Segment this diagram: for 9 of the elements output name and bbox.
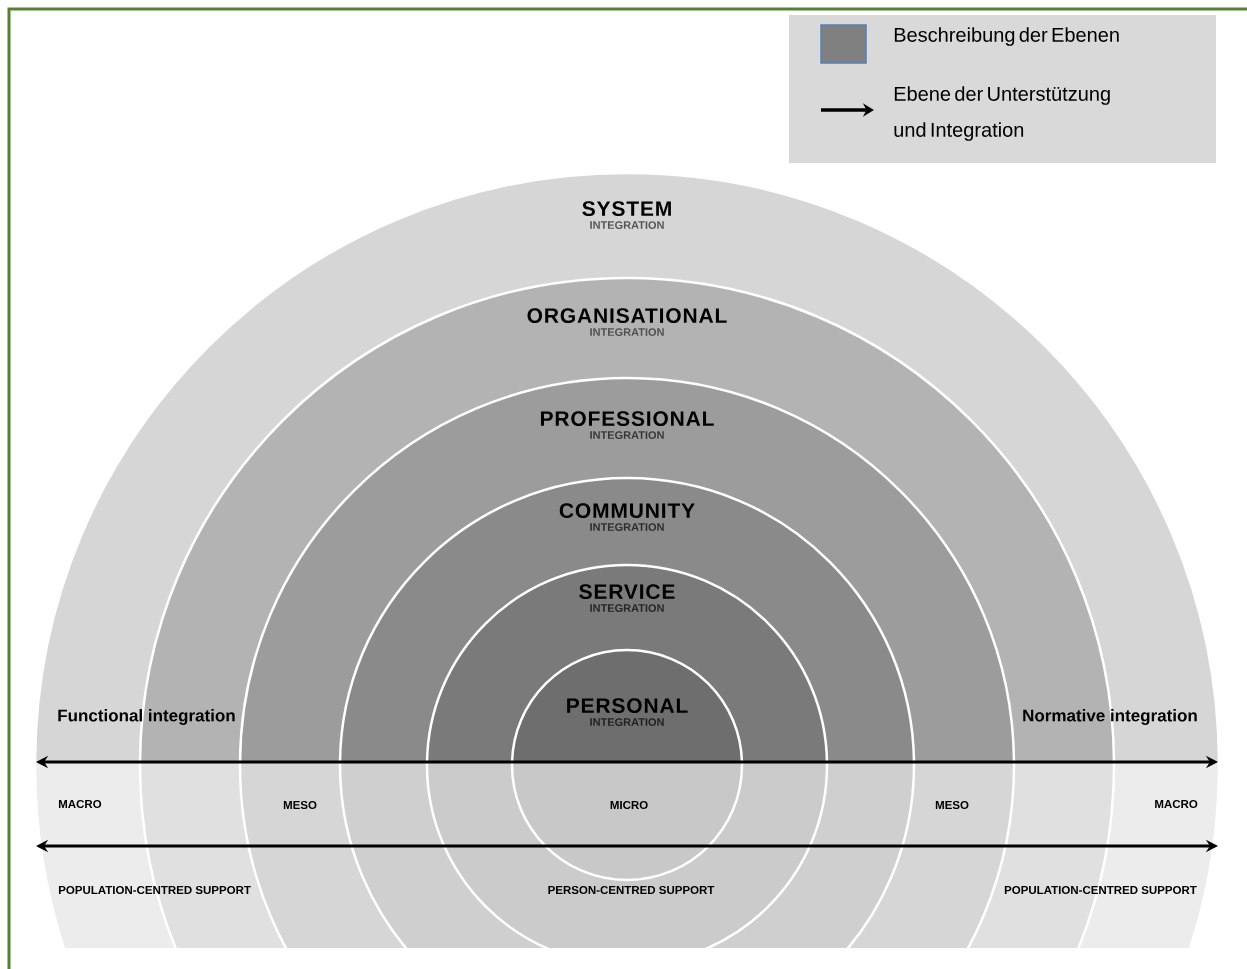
level-label: MACRO bbox=[1155, 799, 1198, 809]
level-label: MESO bbox=[283, 800, 317, 810]
axis-label: Functional integration bbox=[58, 709, 235, 725]
level-label: MACRO bbox=[58, 799, 102, 809]
legend-text: Ebene der Unterstützung und Integration bbox=[894, 86, 1110, 141]
axis-label: Normative integration bbox=[1023, 709, 1197, 725]
legend-text: Beschreibung der Ebenen bbox=[894, 27, 1119, 46]
level-label: MESO bbox=[935, 800, 969, 810]
level-label: MICRO bbox=[610, 800, 648, 810]
